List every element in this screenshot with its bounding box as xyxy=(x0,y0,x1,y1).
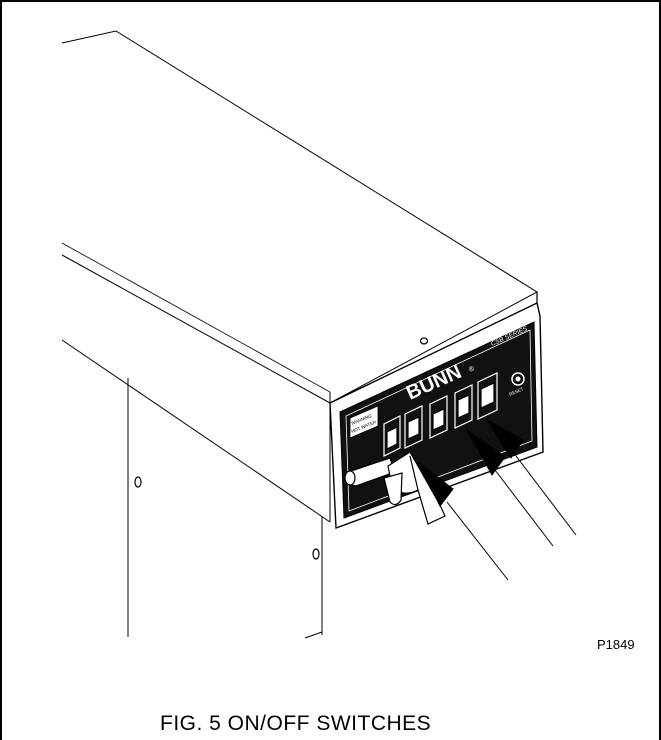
reset-button-center xyxy=(515,376,521,382)
switch-4-rocker xyxy=(457,394,470,419)
figure-caption: FIG. 5 ON/OFF SWITCHES xyxy=(160,712,432,735)
screw-top xyxy=(419,337,429,345)
pointer-arrows xyxy=(417,419,524,507)
switch-1-rocker xyxy=(386,426,398,450)
faucet-nozzle xyxy=(383,472,403,506)
arrow-head-3 xyxy=(486,419,524,459)
hot-water-label-box xyxy=(349,405,379,439)
pointer-line-2 xyxy=(494,469,554,547)
faucet-spout-end xyxy=(344,470,356,486)
figure-id-label: P1849 xyxy=(597,637,635,652)
screw-cabinet-right xyxy=(312,548,320,560)
switch-group xyxy=(383,372,498,457)
panel-brand-mark: ® xyxy=(468,364,477,374)
arrow-head-1 xyxy=(417,461,454,507)
switch-3-rocker xyxy=(432,408,445,431)
faucet-handle-crease xyxy=(409,455,419,491)
screw-cabinet-left xyxy=(134,476,142,488)
panel-reset-label: RESET xyxy=(508,386,524,397)
arrow-head-2 xyxy=(466,429,506,476)
cabinet-bottom-stub xyxy=(304,631,323,639)
housing-bottom-edge xyxy=(61,339,331,523)
housing-top-edge xyxy=(61,242,331,393)
pointer-line-3 xyxy=(512,451,577,536)
hot-water-faucet xyxy=(344,451,446,525)
pointer-line-1 xyxy=(446,501,509,581)
switch-5-rocker xyxy=(480,382,495,409)
pointer-lines xyxy=(446,451,577,581)
switch-2-rocker xyxy=(407,416,420,440)
